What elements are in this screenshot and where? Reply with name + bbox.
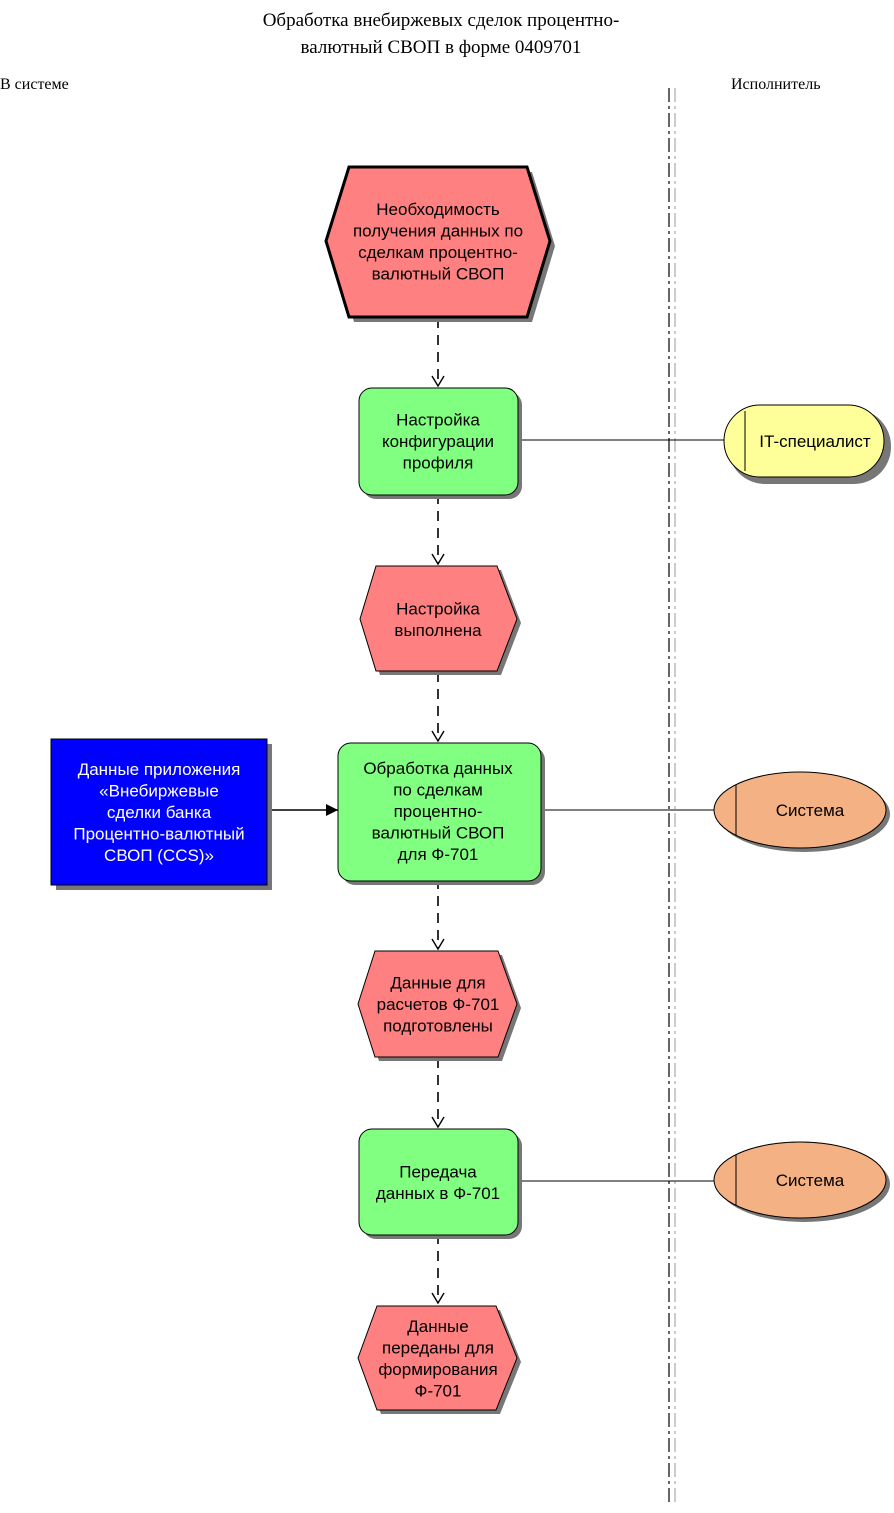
- information-object-label-line: Данные приложения: [78, 760, 241, 779]
- role-system-2: Система: [713, 1141, 890, 1222]
- role-system-2-label-line: Система: [776, 1171, 845, 1190]
- role-system-1-label-line: Система: [776, 801, 845, 820]
- start-event-label-line: получения данных по: [353, 221, 523, 240]
- lane-label-performer: Исполнитель: [731, 76, 821, 93]
- function-configure-profile-label-line: Настройка: [396, 411, 480, 430]
- information-object-label: Данные приложения «Внебиржевые сделки банк…: [73, 760, 244, 865]
- role-it-specialist-label: IT-специалист: [759, 432, 871, 451]
- function-process-data: Обработка данных по сделкам процентно-валю…: [337, 742, 545, 885]
- event-config-done-label-line: Настройка: [396, 599, 480, 618]
- function-configure-profile-label-line: профиля: [403, 454, 474, 473]
- role-system-1: Система: [713, 771, 890, 852]
- function-process-data-label-line: для Ф-701: [398, 845, 479, 864]
- start-event-label-line: сделкам процентно-: [358, 243, 518, 262]
- function-configure-profile: Настройка конфигурации профиля: [358, 387, 522, 499]
- role-it-specialist: IT-специалист: [723, 404, 891, 484]
- start-event-label-line: валютный СВОП: [372, 264, 505, 283]
- start-event-label-line: Необходимость: [376, 200, 500, 219]
- function-process-data-label-line: валютный СВОП: [372, 824, 505, 843]
- diagram-title-line-1: Обработка внебиржевых сделок процентно-: [263, 10, 620, 31]
- function-configure-profile-label: Настройка конфигурации профиля: [382, 411, 494, 473]
- information-object-label-line: сделки банка: [107, 803, 212, 822]
- event-data-ready-label: Данные для расчетов Ф-701 подготовлены: [377, 974, 500, 1036]
- function-transfer-data-label: Передача данных в Ф-701: [376, 1162, 500, 1203]
- role-system-1-label: Система: [776, 801, 845, 820]
- event-data-ready: Данные для расчетов Ф-701 подготовлены: [357, 950, 521, 1061]
- lane-divider: [668, 88, 676, 1505]
- role-system-2-label: Система: [776, 1171, 845, 1190]
- event-data-transferred-label-line: формирования: [378, 1360, 497, 1379]
- function-transfer-data-label-line: Передача: [399, 1162, 477, 1181]
- function-configure-profile-label-line: конфигурации: [382, 432, 494, 451]
- event-data-transferred-label-line: Ф-701: [415, 1381, 462, 1400]
- event-config-done-label: Настройка выполнена: [394, 599, 482, 640]
- function-process-data-label-line: Обработка данных: [363, 759, 513, 778]
- lane-label-system: В системе: [0, 76, 69, 93]
- start-event-node: Необходимость получения данных по сделкам …: [324, 165, 555, 322]
- event-data-ready-label-line: расчетов Ф-701: [377, 995, 500, 1014]
- function-process-data-label-line: процентно-: [394, 802, 483, 821]
- role-it-specialist-label-line: IT-специалист: [759, 432, 871, 451]
- event-config-done: Настройка выполнена: [359, 565, 521, 675]
- information-object-label-line: «Внебиржевые: [99, 782, 219, 801]
- function-process-data-label: Обработка данных по сделкам процентно-валю…: [363, 759, 513, 864]
- event-data-ready-label-line: подготовлены: [383, 1017, 493, 1036]
- start-event-label: Необходимость получения данных по сделкам …: [353, 200, 523, 284]
- event-data-ready-label-line: Данные для: [390, 974, 485, 993]
- information-object-label-line: СВОП (CCS)»: [104, 846, 214, 865]
- event-data-transferred-label-line: переданы для: [382, 1338, 494, 1357]
- event-config-done-label-line: выполнена: [394, 621, 482, 640]
- diagram-title-line-2: валютный СВОП в форме 0409701: [301, 37, 582, 58]
- function-transfer-data-label-line: данных в Ф-701: [376, 1184, 500, 1203]
- function-transfer-data: Передача данных в Ф-701: [358, 1128, 522, 1239]
- function-process-data-label-line: по сделкам: [393, 781, 483, 800]
- event-data-transferred-label-line: Данные: [407, 1317, 468, 1336]
- information-object-label-line: Процентно-валютный: [73, 825, 244, 844]
- information-object-node: Данные приложения «Внебиржевые сделки банк…: [50, 738, 272, 890]
